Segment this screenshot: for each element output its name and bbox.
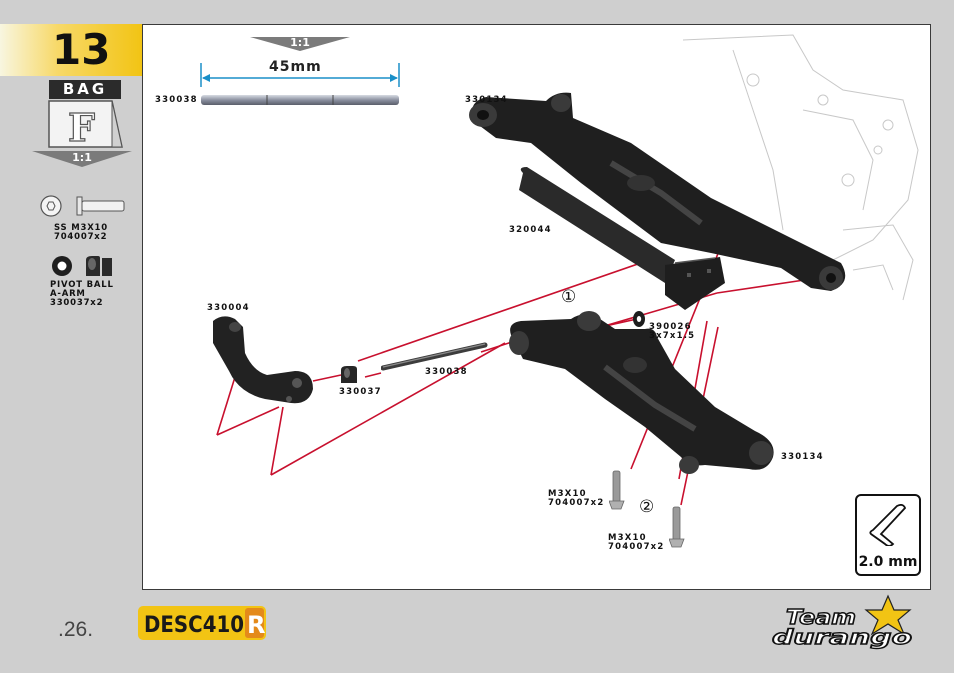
assembly-panel: 1:1 45mm 330038 (142, 24, 931, 590)
step-marker-1: ① (561, 287, 577, 307)
label-mount: 320044 (509, 225, 552, 235)
label-lower-arm: 330134 (781, 452, 824, 462)
svg-text:Team: Team (786, 605, 856, 629)
step-number: 13 (52, 25, 111, 74)
label-arm-mount: 330004 (207, 303, 250, 313)
tool-box: 2.0 mm (855, 494, 921, 576)
screw-1 (609, 470, 625, 510)
label-upper-arm: 330134 (465, 95, 508, 105)
step-tab (0, 24, 142, 76)
pin-length: 45mm (269, 59, 322, 75)
countersunk-screw-icon (40, 195, 125, 217)
upper-arm (469, 92, 846, 292)
sidebar-ball-name2: A-ARM (50, 289, 86, 299)
label-hinge-pin: 330038 (425, 367, 468, 377)
pivot-ball-icon (52, 256, 112, 276)
sidebar-screw-name: SS M3X10 (54, 223, 108, 233)
svg-text:R: R (247, 611, 265, 639)
page-number: .26. (58, 618, 94, 641)
sidebar-ball-name: PIVOT BALL (50, 280, 114, 290)
rear-arm-mount (213, 316, 313, 404)
label-screw2: M3X10 (608, 533, 647, 543)
pin-scale-arrow (250, 37, 350, 51)
sidebar-scale: 1:1 (72, 151, 92, 164)
label-spacer-size: 3x7x1.5 (649, 331, 696, 341)
scale-arrow (32, 151, 132, 167)
tool-size: 2.0 mm (858, 554, 918, 570)
pivot-ball (341, 366, 357, 383)
svg-text:durango: durango (772, 625, 912, 649)
team-durango-logo: Team durango (771, 594, 913, 650)
pin-scale: 1:1 (290, 36, 310, 49)
hex-wrench-icon (869, 504, 907, 546)
spacer (633, 311, 645, 327)
label-screw1-code: 704007x2 (548, 498, 605, 508)
hinge-pin-actual-size (201, 95, 399, 105)
label-screw2-code: 704007x2 (608, 542, 665, 552)
dimension-line (200, 63, 400, 87)
guide-lines (216, 250, 812, 506)
desc410r-logo: DESC410 R (138, 606, 266, 640)
lower-arm (509, 311, 774, 474)
label-spacer: 390026 (649, 322, 692, 332)
sidebar-screw-code: 704007x2 (54, 232, 108, 242)
sidebar-ball-code: 330037x2 (50, 298, 104, 308)
screw-2 (669, 506, 685, 548)
step-marker-2: ② (639, 497, 655, 517)
label-screw1: M3X10 (548, 489, 587, 499)
chassis-outline (682, 34, 919, 301)
bag-letter: F (68, 105, 95, 149)
bag-icon: F (48, 100, 123, 149)
arm-mount-plate (519, 167, 725, 310)
label-pin-ref: 330038 (155, 95, 198, 105)
label-pivot-ball: 330037 (339, 387, 382, 397)
svg-text:DESC410: DESC410 (144, 613, 244, 638)
bag-label: BAG (49, 80, 121, 99)
hinge-pin (381, 342, 488, 371)
